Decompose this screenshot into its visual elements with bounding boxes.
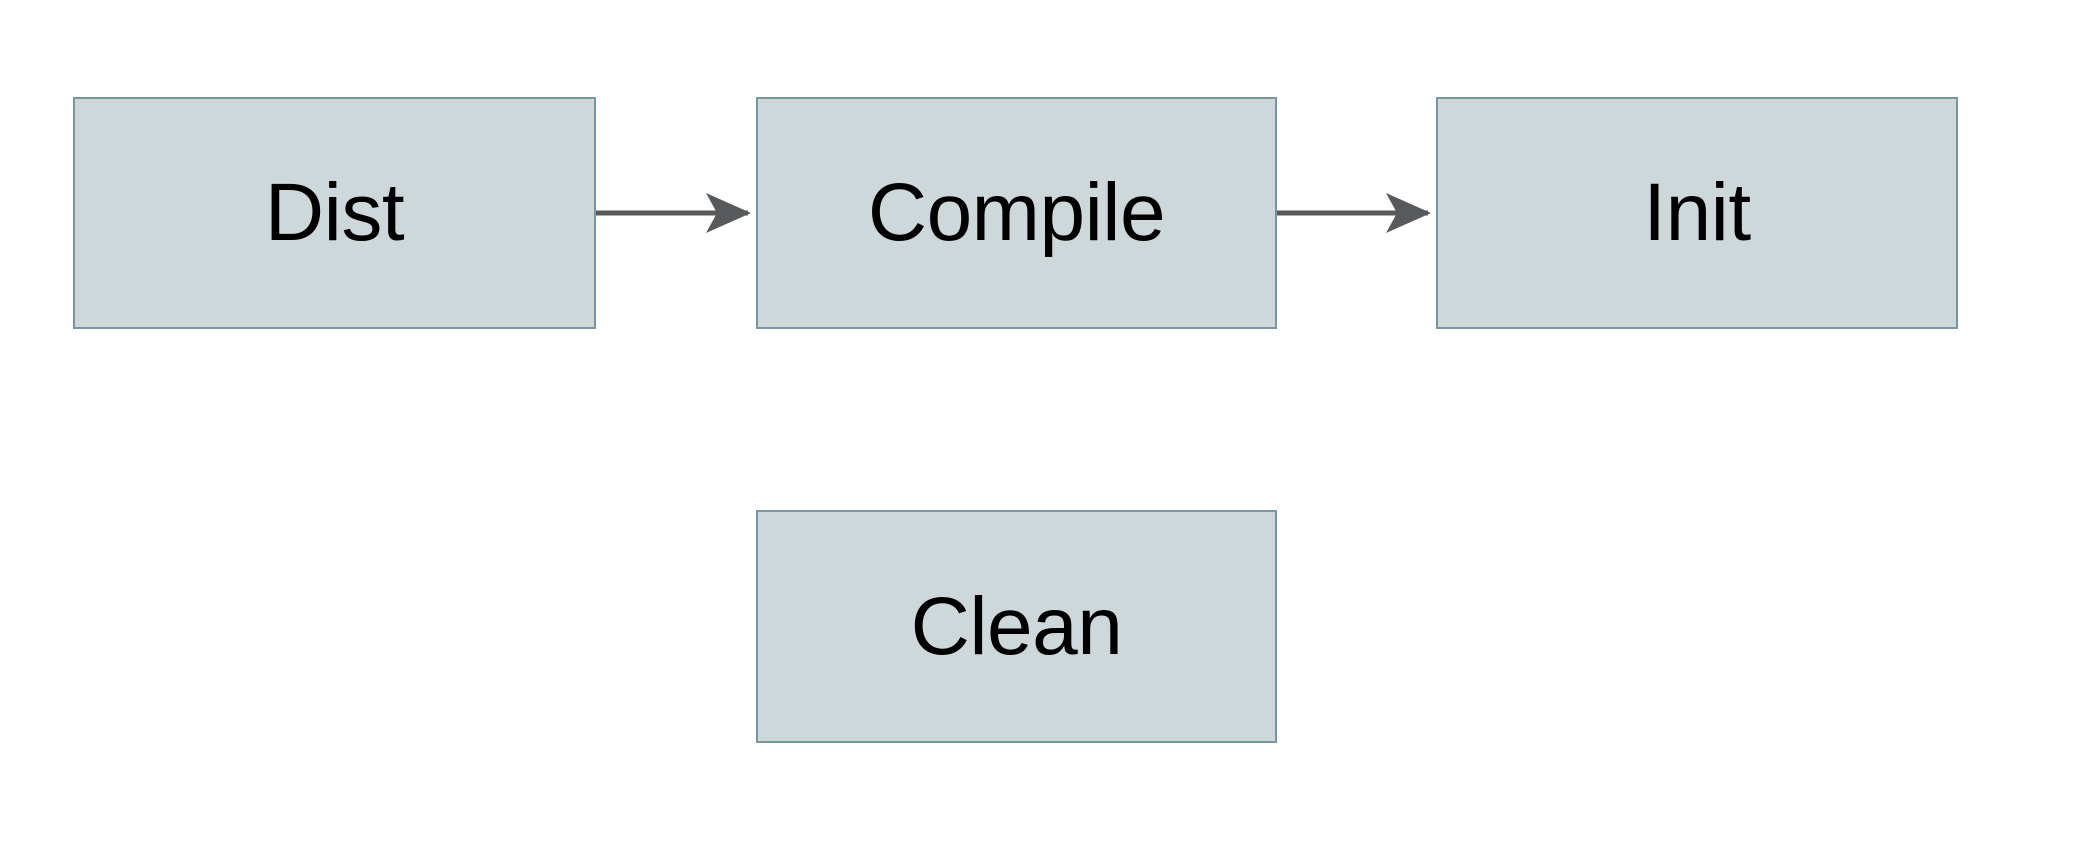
node-clean-label: Clean [910, 580, 1123, 672]
node-compile[interactable]: Compile [756, 97, 1277, 329]
node-init-label: Init [1643, 167, 1751, 258]
node-clean[interactable]: Clean [756, 510, 1277, 743]
node-compile-label: Compile [867, 167, 1166, 258]
node-init[interactable]: Init [1436, 97, 1958, 329]
node-dist[interactable]: Dist [73, 97, 596, 329]
node-dist-label: Dist [264, 167, 405, 258]
